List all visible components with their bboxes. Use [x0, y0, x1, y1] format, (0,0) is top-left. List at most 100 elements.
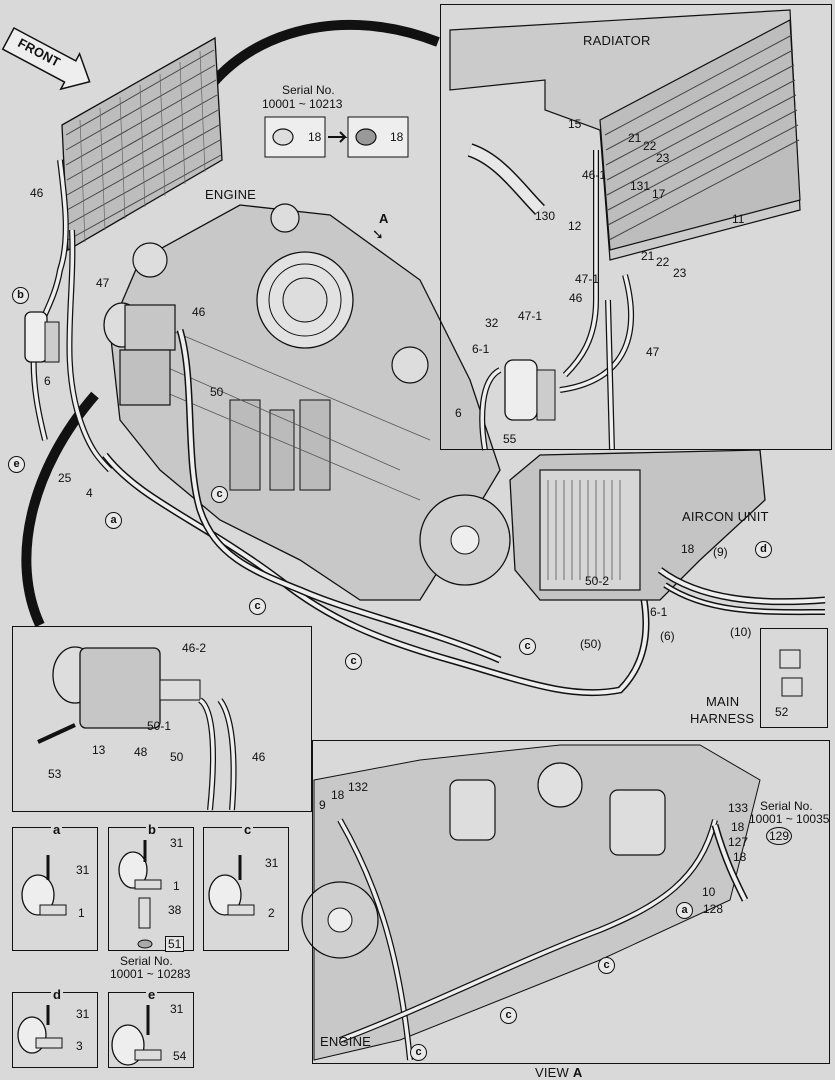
callout-v18c: 18 [733, 850, 747, 864]
callout-b38: 38 [168, 903, 182, 917]
callout-22b: 22 [656, 255, 670, 269]
clamp-b-icon [118, 840, 162, 949]
ref-c-1: c [211, 486, 228, 503]
radiator-label: RADIATOR [583, 33, 651, 48]
callout-13: 13 [92, 743, 106, 757]
callout-e31: 31 [170, 1002, 184, 1016]
callout-6-r: 6 [455, 406, 462, 420]
arc-left [21, 391, 99, 628]
harness-detail-panel [760, 628, 828, 728]
detail-e-title: e [146, 987, 158, 1002]
serial-b-label: Serial No. [120, 954, 173, 968]
serial-top-label: Serial No. [282, 83, 335, 97]
callout-v18a: 18 [331, 788, 345, 802]
callout-9p: (9) [713, 545, 728, 559]
view-a-caption: VIEW A [535, 1065, 583, 1080]
callout-6-1b: 6-1 [650, 605, 668, 619]
callout-52: 52 [775, 705, 789, 719]
clamp-d-icon [17, 1005, 63, 1054]
callout-v128: 128 [703, 902, 724, 916]
callout-b51: 51 [165, 936, 185, 952]
callout-d31: 31 [76, 1007, 90, 1021]
compressor-detail-panel [12, 626, 312, 812]
clamp-e-icon [111, 1005, 162, 1066]
detail-d-title: d [51, 987, 63, 1002]
ref-va-a: a [676, 902, 693, 919]
callout-50p: (50) [580, 637, 602, 651]
callout-21b: 21 [641, 249, 655, 263]
callout-32: 32 [485, 316, 499, 330]
callout-a31: 31 [76, 863, 90, 877]
callout-v133: 133 [728, 801, 749, 815]
engine-main [109, 203, 511, 601]
callout-v10: 10 [702, 885, 716, 899]
callout-47-1a: 47-1 [575, 272, 600, 286]
callout-v9: 9 [319, 798, 326, 812]
ref-c-3: c [345, 653, 362, 670]
view-a-panel [312, 740, 830, 1064]
main-harness-label-2: HARNESS [690, 711, 755, 726]
ref-a-main: a [105, 512, 122, 529]
callout-v132: 132 [348, 780, 369, 794]
ref-c-2: c [249, 598, 266, 615]
serial-va-label: Serial No. [760, 799, 813, 813]
ref-va-c3: c [410, 1044, 427, 1061]
callout-6-1a: 6-1 [472, 342, 490, 356]
callout-23b: 23 [673, 266, 687, 280]
detail-a-panel [12, 827, 98, 951]
clamp-c-icon [208, 855, 255, 916]
serial-va-range: 10001 ~ 10035 [749, 812, 830, 826]
detail-c-panel [203, 827, 289, 951]
callout-53: 53 [48, 767, 62, 781]
callout-c2: 2 [268, 906, 275, 920]
view-arrow-icon: ➘ [372, 226, 384, 242]
callout-50-2: 50-2 [585, 574, 610, 588]
view-a-art [301, 744, 761, 1061]
callout-a1: 1 [78, 906, 85, 920]
callout-b31: 31 [170, 836, 184, 850]
radiator-detail-panel [440, 4, 832, 450]
serial-top-range: 10001 ~ 10213 [262, 97, 343, 111]
callout-b1: 1 [173, 879, 180, 893]
callout-17: 17 [652, 187, 666, 201]
callout-46-2: 46-2 [182, 641, 207, 655]
callout-47-r: 47 [646, 345, 660, 359]
aircon-unit [509, 449, 766, 601]
ref-b-top: b [12, 287, 29, 304]
callout-15: 15 [568, 117, 582, 131]
serial-b-range: 10001 ~ 10283 [110, 967, 191, 981]
callout-6p: (6) [660, 629, 675, 643]
callout-46-left: 46 [30, 186, 44, 200]
callout-48: 48 [134, 745, 148, 759]
callout-c31: 31 [265, 856, 279, 870]
front-arrow [1, 26, 91, 91]
callout-46-1: 46-1 [582, 168, 607, 182]
callout-18b: 18 [390, 130, 404, 144]
callout-4: 4 [86, 486, 93, 500]
engine-bottom-label: ENGINE [320, 1034, 372, 1049]
detail-b-title: b [146, 822, 158, 837]
callout-25: 25 [58, 471, 72, 485]
callout-e54: 54 [173, 1049, 187, 1063]
view-a-arrow-label: A [379, 211, 389, 226]
callout-47-1b: 47-1 [518, 309, 543, 323]
callout-50-engine: 50 [210, 385, 224, 399]
callout-50-c: 50 [170, 750, 184, 764]
engine-top-label: ENGINE [205, 187, 257, 202]
callout-46-engine: 46 [192, 305, 206, 319]
callout-18-aircon: 18 [681, 542, 695, 556]
callout-46-c: 46 [252, 750, 266, 764]
ref-d-aircon: d [755, 541, 772, 558]
clamp-a-icon [21, 855, 67, 916]
callout-11: 11 [732, 212, 745, 226]
callout-v129: 129 [766, 827, 792, 845]
ref-va-c2: c [500, 1007, 517, 1024]
callout-130: 130 [535, 209, 556, 223]
callout-v18b: 18 [731, 820, 745, 834]
ref-e-left: e [8, 456, 25, 473]
callout-50-1: 50-1 [147, 719, 172, 733]
callout-46-r: 46 [569, 291, 583, 305]
callout-21a: 21 [628, 131, 642, 145]
callout-18a: 18 [308, 130, 322, 144]
main-harness-label-1: MAIN [706, 694, 740, 709]
